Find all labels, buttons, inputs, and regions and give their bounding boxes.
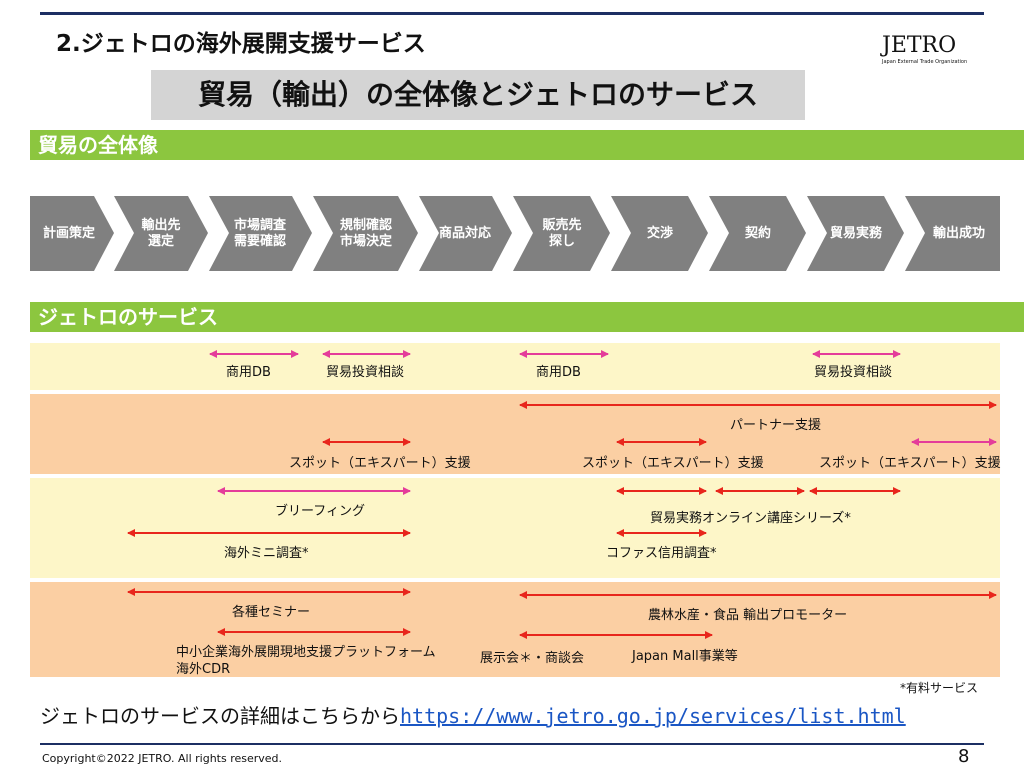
step-contract: 契約 <box>744 225 771 241</box>
step-trade-practice: 貿易実務 <box>829 225 882 241</box>
label-partner-support: パートナー支援 <box>730 418 822 433</box>
step-shape-6 <box>513 196 610 271</box>
row4-arrows <box>127 588 997 639</box>
services-link[interactable]: https://www.jetro.go.jp/services/list.ht… <box>400 704 906 728</box>
step-export-success: 輸出成功 <box>932 225 985 241</box>
label-overseas-cdr: 海外CDR <box>176 662 231 677</box>
services-bar-label: ジェトロのサービス <box>38 305 218 329</box>
label-trade-consult-2: 貿易投資相談 <box>814 365 893 380</box>
details-line: ジェトロのサービスの詳細はこちらからhttps://www.jetro.go.j… <box>40 700 906 729</box>
step-shape-5 <box>419 196 512 271</box>
label-sme-platform: 中小企業海外展開現地支援プラットフォーム <box>176 645 436 660</box>
label-spot-expert-1: スポット（エキスパート）支援 <box>289 456 471 471</box>
label-mini-survey: 海外ミニ調査* <box>224 546 309 561</box>
step-shape-9 <box>807 196 904 271</box>
step-product: 商品対応 <box>438 225 491 241</box>
main-title-box <box>151 70 805 120</box>
row3-arrows <box>127 487 901 537</box>
step-shape-8 <box>709 196 806 271</box>
label-japan-mall: Japan Mall事業等 <box>632 649 738 664</box>
overview-bar: 貿易の全体像 <box>30 130 1024 160</box>
step-negotiation: 交渉 <box>646 225 673 241</box>
jetro-logo: JETRO Japan External Trade Organization <box>882 33 992 66</box>
label-commercial-db-2: 商用DB <box>536 365 581 380</box>
label-spot-expert-2: スポット（エキスパート）支援 <box>582 456 764 471</box>
label-exhibition: 展示会＊・商談会 <box>480 651 585 666</box>
label-spot-expert-3: スポット（エキスパート）支援 <box>819 456 1001 471</box>
step-shape-10 <box>905 196 1000 271</box>
overview-bar-label: 貿易の全体像 <box>38 133 158 157</box>
step-destination: 輸出先 選定 <box>141 217 181 249</box>
logo-subtext: Japan External Trade Organization <box>882 59 968 65</box>
main-title: 貿易（輸出）の全体像とジェトロのサービス <box>197 78 758 111</box>
step-plan: 計画策定 <box>42 225 95 241</box>
label-seminars: 各種セミナー <box>232 605 311 620</box>
paid-service-note: *有料サービス <box>900 681 979 695</box>
page-number: 8 <box>958 746 970 767</box>
label-food-promoter: 農林水産・食品 輸出プロモーター <box>648 608 848 623</box>
step-shape-7 <box>611 196 708 271</box>
step-shape-2 <box>114 196 208 271</box>
label-online-course: 貿易実務オンライン講座シリーズ* <box>650 511 851 526</box>
logo-text: JETRO <box>882 33 957 58</box>
copyright: Copyright©2022 JETRO. All rights reserve… <box>42 752 283 765</box>
row2-arrows <box>322 401 997 446</box>
step-shape-1 <box>30 196 114 271</box>
footer-rule <box>40 743 984 745</box>
step-shape-3 <box>209 196 312 271</box>
step-buyer-search: 販売先 探し <box>542 217 582 249</box>
details-text: ジェトロのサービスの詳細はこちらから <box>40 704 400 728</box>
label-commercial-db-1: 商用DB <box>226 365 271 380</box>
section-title: 2.ジェトロの海外展開支援サービス <box>56 31 426 57</box>
label-coface-credit: コファス信用調査* <box>606 546 717 561</box>
step-shape-4 <box>313 196 418 271</box>
label-briefing: ブリーフィング <box>275 504 365 519</box>
top-rule <box>40 12 984 15</box>
label-trade-consult-1: 貿易投資相談 <box>326 365 405 380</box>
services-bar: ジェトロのサービス <box>30 302 1024 332</box>
step-market-research: 市場調査 需要確認 <box>233 217 286 249</box>
step-regulation: 規制確認 市場決定 <box>339 217 392 249</box>
